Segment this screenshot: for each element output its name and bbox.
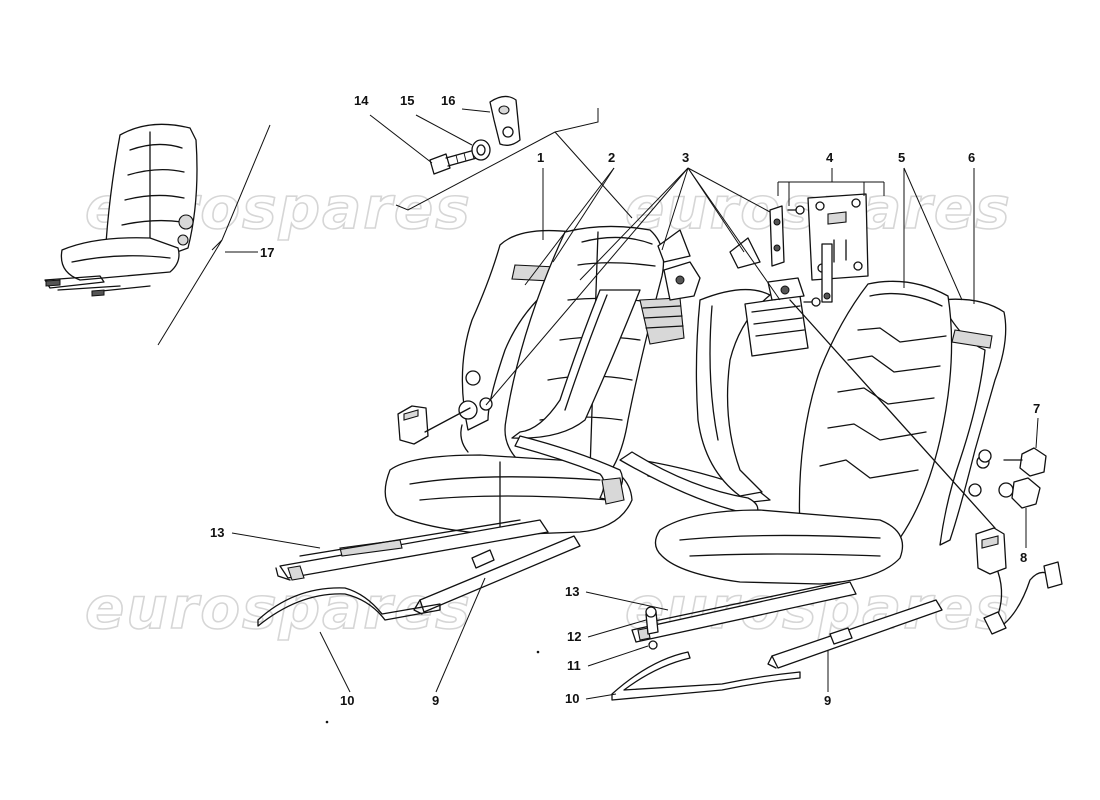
callout-11: 11	[567, 658, 581, 673]
right-rails	[611, 581, 943, 701]
callout-2: 2	[608, 150, 615, 165]
bracket-assembly	[769, 181, 885, 307]
callout-10-left: 10	[340, 693, 354, 708]
callout-10-right: 10	[565, 691, 579, 706]
callout-4: 4	[826, 150, 834, 165]
callout-7: 7	[1033, 401, 1040, 416]
right-seat	[654, 280, 1063, 635]
callout-14: 14	[354, 93, 369, 108]
callout-13-right: 13	[565, 584, 579, 599]
callout-3: 3	[682, 150, 689, 165]
hardware-parts	[429, 95, 521, 175]
callout-9-left: 9	[432, 693, 439, 708]
callout-9-right: 9	[824, 693, 831, 708]
callout-12: 12	[567, 629, 581, 644]
leader-lines	[231, 108, 1039, 700]
callout-15: 15	[400, 93, 414, 108]
callout-1: 1	[537, 150, 544, 165]
speck	[325, 720, 329, 724]
callout-16: 16	[441, 93, 455, 108]
callout-numbers: 14 15 16 17 1 2 3 4 5 6 7 8 13 9 10 13 1…	[210, 93, 1040, 708]
watermark-bottom-right: eurospares	[625, 574, 1012, 642]
watermark-bottom-left: eurospares	[85, 574, 472, 642]
callout-5: 5	[898, 150, 905, 165]
left-rails	[257, 519, 581, 627]
callout-17: 17	[260, 245, 274, 260]
speck	[536, 650, 540, 654]
callout-13-left: 13	[210, 525, 224, 540]
callout-6: 6	[968, 150, 975, 165]
small-seat-assembly	[44, 123, 198, 297]
right-seat-belt	[619, 277, 809, 516]
callout-8: 8	[1020, 550, 1027, 565]
